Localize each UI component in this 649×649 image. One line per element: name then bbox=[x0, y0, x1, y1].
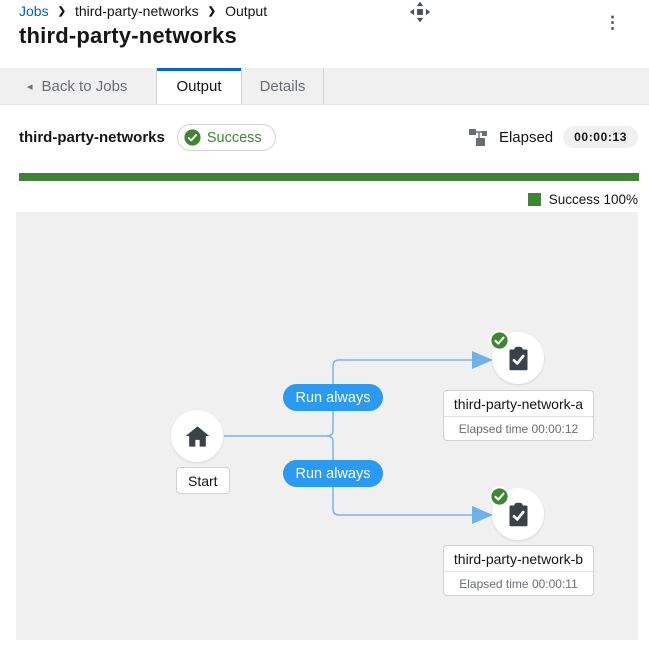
link-arrowhead bbox=[472, 351, 493, 369]
elapsed-value-badge: 00:00:13 bbox=[563, 126, 638, 148]
clipboard-check-icon bbox=[509, 346, 527, 370]
link-run-always-bottom[interactable]: Run always bbox=[283, 460, 383, 487]
node-b-success-badge-icon bbox=[489, 486, 510, 507]
node-b-elapsed: Elapsed time 00:00:11 bbox=[459, 576, 578, 591]
job-progress-fill bbox=[19, 173, 639, 181]
job-status-group: third-party-networks Success bbox=[19, 124, 276, 151]
node-a-card[interactable]: third-party-network-a Elapsed time 00:00… bbox=[443, 390, 594, 441]
node-b-card[interactable]: third-party-network-b Elapsed time 00:00… bbox=[443, 545, 594, 596]
job-name-label: third-party-networks bbox=[19, 129, 165, 146]
status-badge: Success bbox=[176, 124, 276, 151]
workflow-links bbox=[224, 351, 493, 524]
tab-divider bbox=[241, 68, 242, 104]
workflow-graph-panel[interactable]: Start Run always Run always third-party-… bbox=[16, 212, 638, 640]
start-node-label: Start bbox=[176, 467, 230, 494]
back-to-jobs-label: Back to Jobs bbox=[41, 77, 128, 95]
success-check-icon bbox=[184, 129, 201, 146]
job-progress-bar bbox=[19, 173, 639, 181]
move-cursor-icon bbox=[408, 0, 432, 24]
node-a-name: third-party-network-a bbox=[444, 391, 593, 417]
node-b-name: third-party-network-b bbox=[444, 546, 593, 572]
link-run-always-top[interactable]: Run always bbox=[283, 384, 383, 411]
tab-output[interactable]: Output bbox=[157, 68, 241, 104]
tab-divider bbox=[156, 68, 157, 104]
node-a-elapsed: Elapsed time 00:00:12 bbox=[458, 421, 579, 436]
home-icon bbox=[185, 425, 209, 447]
back-to-jobs-button[interactable]: ◂ Back to Jobs bbox=[0, 68, 156, 104]
status-badge-label: Success bbox=[206, 129, 262, 146]
tab-details[interactable]: Details bbox=[259, 77, 306, 95]
legend-label: Success 100% bbox=[548, 192, 638, 207]
breadcrumb-output: Output bbox=[225, 3, 268, 19]
clipboard-check-icon bbox=[509, 502, 527, 526]
node-a-success-badge-icon bbox=[489, 330, 510, 351]
workflow-icon bbox=[468, 128, 487, 146]
link-arrowhead bbox=[472, 506, 493, 524]
tab-bar: ◂ Back to Jobs Output Details bbox=[0, 68, 649, 105]
page-title: third-party-networks bbox=[19, 23, 237, 48]
breadcrumb: Jobs ❯ third-party-networks ❯ Output bbox=[19, 3, 267, 19]
chevron-right-icon: ❯ bbox=[207, 5, 217, 17]
success-swatch-icon bbox=[527, 193, 541, 206]
kebab-menu-icon[interactable]: ⋮ bbox=[604, 13, 621, 32]
elapsed-label: Elapsed bbox=[498, 128, 554, 146]
breadcrumb-job-name: third-party-networks bbox=[74, 3, 199, 19]
start-node[interactable] bbox=[171, 410, 223, 462]
tab-divider bbox=[323, 68, 324, 104]
chevron-right-icon: ❯ bbox=[57, 5, 66, 17]
breadcrumb-jobs-link[interactable]: Jobs bbox=[19, 3, 49, 19]
progress-legend: Success 100% bbox=[527, 192, 638, 207]
elapsed-group: Elapsed 00:00:13 bbox=[468, 126, 638, 148]
caret-left-icon: ◂ bbox=[27, 80, 33, 93]
